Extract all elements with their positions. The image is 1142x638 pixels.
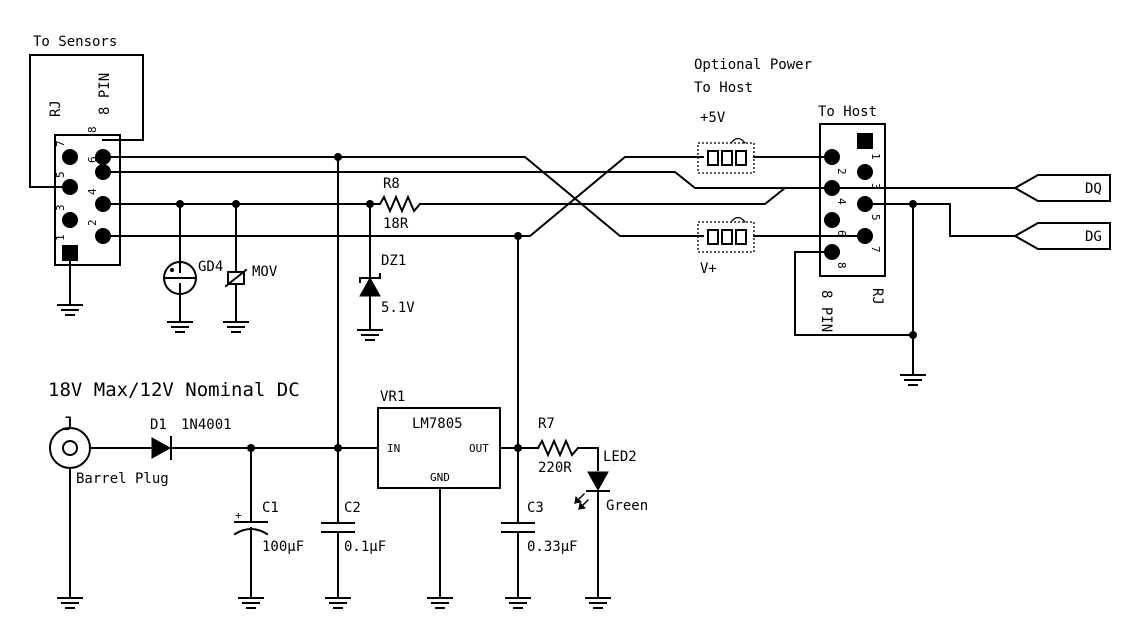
label-dq: DQ [1085,181,1102,197]
label-vplus: V+ [700,261,717,277]
label-led2-color: Green [606,498,648,514]
pin-right-1: 1 [869,153,882,160]
ground-symbol-host [900,374,926,386]
label-optional-power: Optional Power [694,57,812,73]
label-c3-value: 0.33µF [527,539,578,555]
ground-symbol-c3 [505,597,531,609]
pin-right-6: 6 [835,230,848,237]
label-barrel-plug: Barrel Plug [76,471,169,487]
pin-left-7: 7 [54,140,67,147]
label-d1: D1 [150,417,167,433]
label-dg: DG [1085,229,1102,245]
capacitor-c3 [501,522,535,533]
label-c1-polarity: + [235,509,242,522]
label-to-host: To Host [818,104,877,120]
jumper-vplus [697,216,755,253]
label-r7: R7 [538,416,555,432]
ground-symbol-led2 [585,597,611,609]
label-r8: R8 [383,176,400,192]
label-dc-input: 18V Max/12V Nominal DC [48,379,300,401]
label-vr1-in: IN [387,442,400,455]
label-c2-value: 0.1µF [344,539,386,555]
pin-left-1: 1 [54,234,67,241]
jumper-plus5v [697,137,755,174]
ground-symbol-gd4 [167,321,193,333]
ground-symbol-c1 [238,597,264,609]
pin-right-8: 8 [835,262,848,269]
dg-port-flag [1012,222,1111,250]
label-vr1-gnd: GND [430,471,450,484]
label-8pin-right: 8 PIN [818,290,834,332]
label-mov: MOV [252,264,278,280]
resistor-r7 [536,438,580,458]
pin-left-2: 2 [86,219,99,226]
ground-symbol-dz1 [357,329,383,341]
label-c1-value: 100µF [262,539,304,555]
label-vr1: VR1 [380,389,405,405]
pin-left-5: 5 [54,171,67,178]
label-to-sensors: To Sensors [33,34,117,50]
pin-right-5: 5 [869,214,882,221]
ground-symbol-vr1 [427,597,453,609]
rj-connector-sensors [54,134,121,266]
pin-right-4: 4 [835,198,848,205]
label-led2: LED2 [603,449,637,465]
pin-right-7: 7 [869,246,882,253]
label-rj-right: RJ [869,288,885,305]
label-lm7805: LM7805 [412,416,463,432]
gas-discharge-gd4 [163,261,197,295]
diode-d1 [151,436,172,460]
label-rj-left: RJ [48,100,64,117]
label-gd4: GD4 [198,259,223,275]
pin-left-6: 6 [86,156,99,163]
label-r7-value: 220R [538,460,572,476]
rj-connector-host [819,123,886,277]
label-dz1: DZ1 [381,253,406,269]
ground-symbol-mov [223,321,249,333]
label-to-host-small: To Host [694,80,753,96]
label-vr1-out: OUT [469,442,489,455]
pin-left-3: 3 [54,204,67,211]
label-c2: C2 [344,500,361,516]
label-8pin-left: 8 PIN [97,73,113,115]
led-led2 [573,471,610,511]
pin-right-2: 2 [835,168,848,175]
ground-symbol-c2 [325,597,351,609]
pin-left-8: 8 [86,126,99,133]
label-c1: C1 [262,500,279,516]
label-j: J [62,413,73,435]
label-r8-value: 18R [383,216,409,232]
dq-port-flag [1012,174,1111,202]
zener-diode-dz1 [359,273,381,297]
ground-symbol-rj-left [57,304,83,316]
label-d1-value: 1N4001 [181,417,232,433]
pin-right-3: 3 [869,183,882,190]
label-dz1-value: 5.1V [381,300,415,316]
pin-left-4: 4 [86,188,99,195]
label-plus5v: +5V [700,110,726,126]
capacitor-c2 [321,522,355,533]
ground-symbol-jack [57,597,83,609]
label-c3: C3 [527,500,544,516]
